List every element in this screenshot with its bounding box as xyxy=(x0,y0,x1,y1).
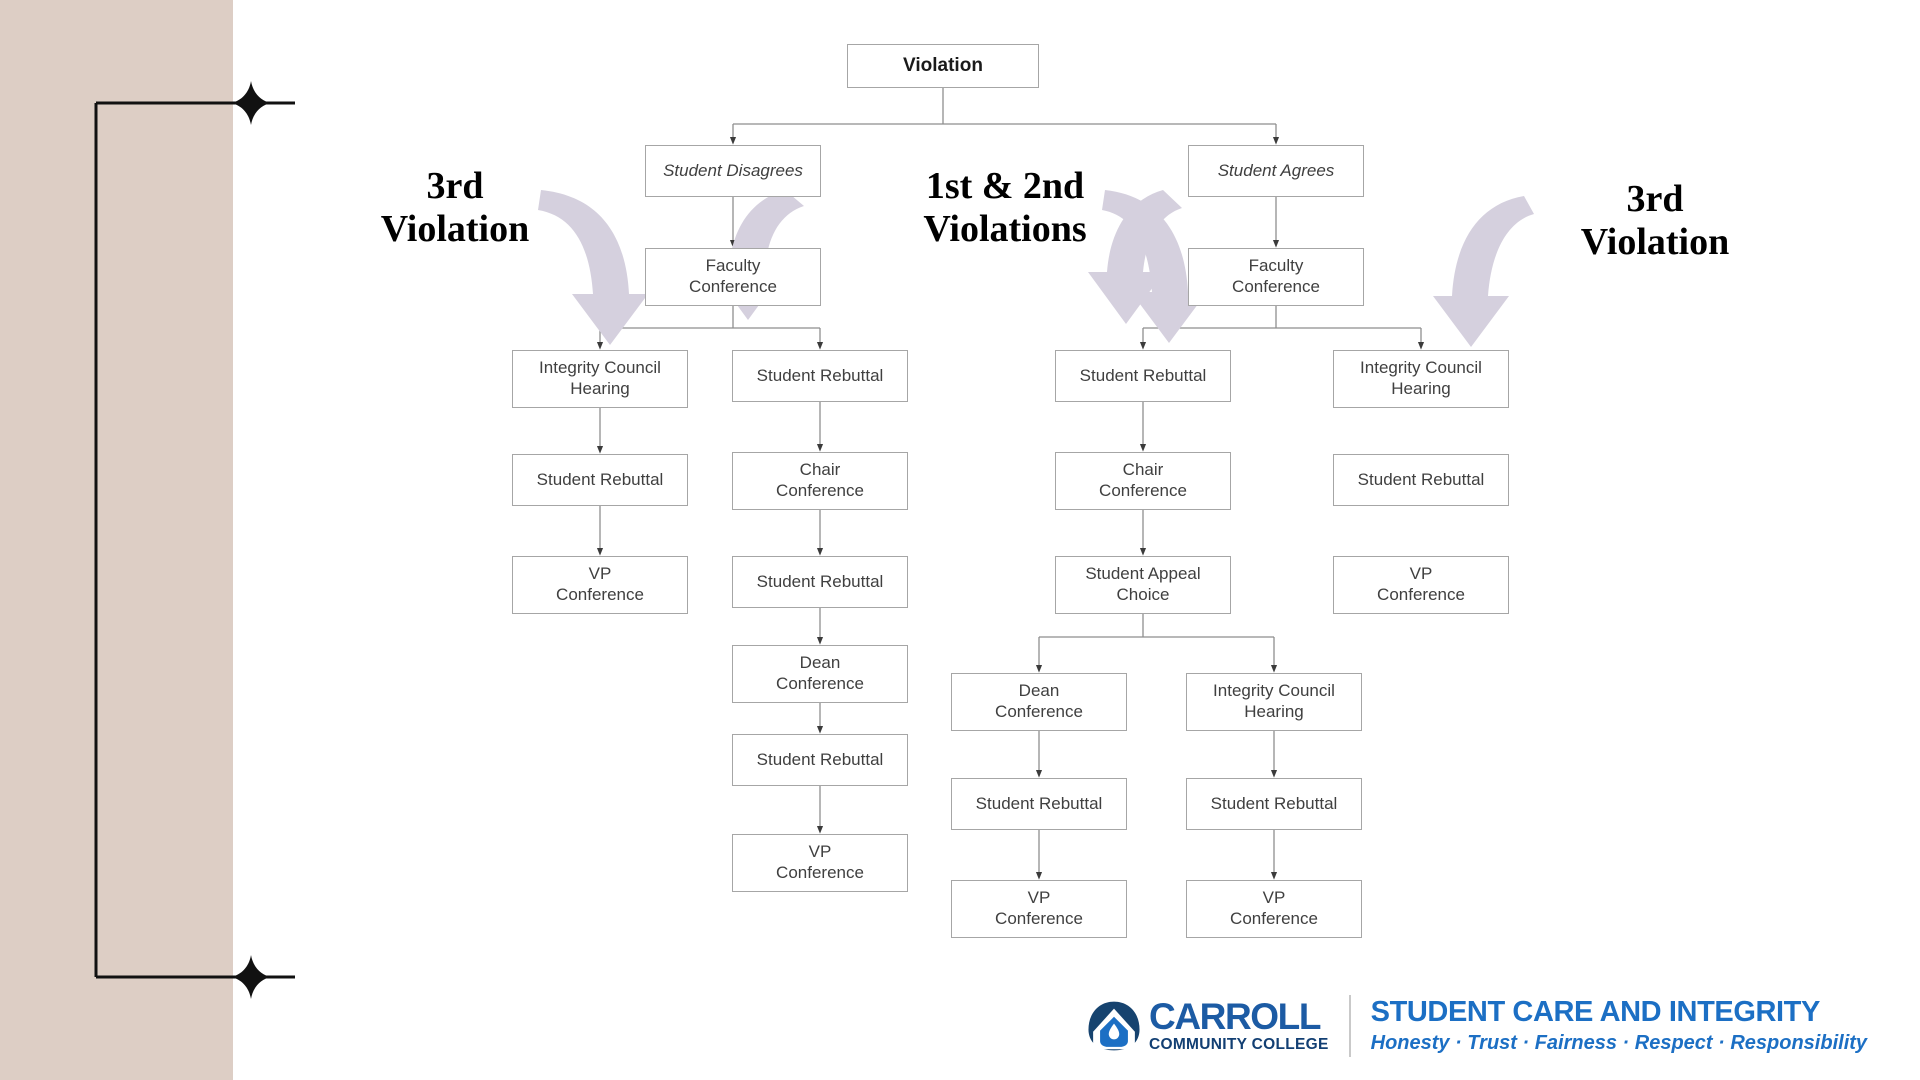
flow-node-c3-dean: Dean Conference xyxy=(951,673,1127,731)
ann-center: 1st & 2nd Violations xyxy=(923,165,1087,250)
flow-node-r-vp: VP Conference xyxy=(1333,556,1509,614)
footer-branding: CARROLL COMMUNITY COLLEGE STUDENT CARE A… xyxy=(1085,995,1867,1057)
carroll-shield-icon xyxy=(1088,1001,1140,1051)
flow-node-violation: Violation xyxy=(847,44,1039,88)
flow-node-c4-reb2: Student Rebuttal xyxy=(1186,778,1362,830)
flow-node-c2-reb2: Student Rebuttal xyxy=(732,556,908,608)
flow-node-label: Integrity Council Hearing xyxy=(1213,681,1335,721)
flow-node-c1-reb: Student Rebuttal xyxy=(512,454,688,506)
flow-node-label: VP Conference xyxy=(1377,564,1465,604)
flow-node-r-ich: Integrity Council Hearing xyxy=(1333,350,1509,408)
flow-node-c1-ich: Integrity Council Hearing xyxy=(512,350,688,408)
ann-left: 3rd Violation xyxy=(380,165,530,250)
tagline-values: Honesty · Trust · Fairness · Respect · R… xyxy=(1370,1031,1868,1054)
flow-node-label: Dean Conference xyxy=(776,653,864,693)
flow-node-label: Integrity Council Hearing xyxy=(1360,358,1482,398)
ann-right: 3rd Violation xyxy=(1580,178,1730,263)
flow-node-c3-reb1: Student Rebuttal xyxy=(1055,350,1231,402)
flow-node-c4-ich2: Integrity Council Hearing xyxy=(1186,673,1362,731)
flow-node-c3-appeal: Student Appeal Choice xyxy=(1055,556,1231,614)
flow-node-label: Student Disagrees xyxy=(663,160,803,180)
logo-name-top: CARROLL xyxy=(1149,995,1321,1037)
flow-node-label: Faculty Conference xyxy=(689,256,777,296)
flow-node-label: Dean Conference xyxy=(995,681,1083,721)
flow-node-c2-chair: Chair Conference xyxy=(732,452,908,510)
flow-node-disagrees: Student Disagrees xyxy=(645,145,821,197)
flow-node-label: Student Rebuttal xyxy=(756,365,884,385)
flow-node-c2-dean: Dean Conference xyxy=(732,645,908,703)
flow-node-label: VP Conference xyxy=(995,888,1083,928)
flow-node-c2-reb3: Student Rebuttal xyxy=(732,734,908,786)
side-band xyxy=(0,0,233,1080)
flow-node-label: Faculty Conference xyxy=(1232,256,1320,296)
flow-node-r-reb: Student Rebuttal xyxy=(1333,454,1509,506)
flow-node-c2-reb1: Student Rebuttal xyxy=(732,350,908,402)
flow-node-label: VP Conference xyxy=(1230,888,1318,928)
flow-node-label: VP Conference xyxy=(556,564,644,604)
flow-node-c3-chair: Chair Conference xyxy=(1055,452,1231,510)
curved-arrow-right-inner-icon xyxy=(1088,190,1182,324)
flow-node-label: Chair Conference xyxy=(776,460,864,500)
flow-node-label: Student Appeal Choice xyxy=(1085,564,1201,604)
tagline-block: STUDENT CARE AND INTEGRITY Honesty · Tru… xyxy=(1371,997,1867,1054)
sparkle-bottom-icon xyxy=(231,955,271,999)
flow-node-label: Student Rebuttal xyxy=(536,469,664,489)
flow-node-c4-vp2: VP Conference xyxy=(1186,880,1362,938)
flow-node-label: Violation xyxy=(903,55,983,77)
curved-arrow-left-icon xyxy=(538,190,648,345)
logo-wordmark: CARROLL COMMUNITY COLLEGE xyxy=(1149,995,1329,1054)
flow-node-agrees: Student Agrees xyxy=(1188,145,1364,197)
flow-node-label: Student Agrees xyxy=(1217,160,1335,180)
flow-node-label: Student Rebuttal xyxy=(1210,793,1338,813)
sparkle-top-icon xyxy=(231,81,271,125)
flow-node-c2-vp: VP Conference xyxy=(732,834,908,892)
flow-node-faculty-right: Faculty Conference xyxy=(1188,248,1364,306)
flow-node-label: Student Rebuttal xyxy=(1357,469,1485,489)
flow-node-c3-reb2: Student Rebuttal xyxy=(951,778,1127,830)
decorative-frame xyxy=(94,81,295,999)
flow-node-label: Student Rebuttal xyxy=(756,571,884,591)
flow-node-label: Student Rebuttal xyxy=(1079,365,1207,385)
flow-node-faculty-left: Faculty Conference xyxy=(645,248,821,306)
flow-node-label: Student Rebuttal xyxy=(975,793,1103,813)
flow-node-label: Chair Conference xyxy=(1099,460,1187,500)
tagline-title: STUDENT CARE AND INTEGRITY xyxy=(1370,996,1821,1029)
logo-name-bottom: COMMUNITY COLLEGE xyxy=(1149,1036,1329,1054)
flow-node-c1-vp: VP Conference xyxy=(512,556,688,614)
flow-node-label: Student Rebuttal xyxy=(756,749,884,769)
flow-node-label: Integrity Council Hearing xyxy=(539,358,661,398)
curved-arrow-center-icon xyxy=(1102,190,1207,343)
footer-divider xyxy=(1348,995,1351,1057)
curved-arrow-right-icon xyxy=(1433,196,1534,347)
flow-node-label: VP Conference xyxy=(776,842,864,882)
flow-node-c3-vp: VP Conference xyxy=(951,880,1127,938)
